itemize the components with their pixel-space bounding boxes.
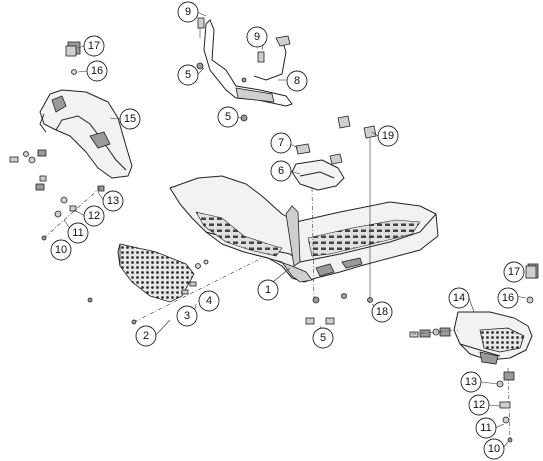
callout-circle (217, 106, 239, 128)
callout-9-mid: 9 (246, 26, 268, 48)
callout-circle (177, 64, 199, 86)
callout-6: 6 (270, 160, 292, 182)
callout-label: 10 (488, 443, 500, 455)
callout-circle (177, 1, 199, 23)
skid-plate-part-1 (169, 175, 439, 283)
right-fasteners (409, 263, 539, 443)
callout-label: 9 (185, 6, 191, 18)
callout-label: 15 (124, 113, 136, 125)
nuts-part-5-lower (305, 293, 347, 325)
callout-3: 3 (176, 305, 198, 327)
callout-label: 9 (254, 31, 260, 43)
callout-2: 2 (135, 325, 157, 347)
callout-circle (246, 26, 268, 48)
callout-5-mid: 5 (217, 106, 239, 128)
callout-10-left: 10 (50, 239, 72, 261)
callout-circle (198, 290, 220, 312)
side-guard-part-14 (453, 311, 533, 365)
callout-label: 18 (376, 306, 388, 318)
callout-circle (102, 190, 124, 212)
callout-label: 3 (184, 310, 190, 322)
callout-18: 18 (371, 301, 393, 323)
callout-label: 8 (294, 75, 300, 87)
callout-circle (503, 261, 525, 283)
bracket-part-6 (291, 115, 351, 299)
screw-part-2 (131, 257, 263, 325)
callout-label: 5 (320, 332, 326, 344)
callout-circle (371, 301, 393, 323)
callout-circle (377, 125, 399, 147)
callout-label: 1 (265, 284, 271, 296)
callout-label: 2 (143, 330, 149, 342)
callout-label: 10 (55, 244, 67, 256)
callout-circle (483, 438, 505, 460)
callout-label: 12 (88, 210, 100, 222)
callout-label: 12 (473, 399, 485, 411)
side-guard-part-15 (39, 89, 133, 179)
callout-label: 16 (502, 292, 514, 304)
callout-12-left: 12 (83, 205, 105, 227)
callout-label: 6 (278, 165, 284, 177)
callout-circle (286, 70, 308, 92)
callout-circle (497, 287, 519, 309)
callout-16-right: 16 (497, 287, 519, 309)
callout-label: 11 (72, 227, 83, 239)
callout-7: 7 (270, 132, 292, 154)
callout-1: 1 (257, 279, 279, 301)
callout-circle (312, 327, 334, 349)
callout-12-right: 12 (468, 394, 490, 416)
callout-19: 19 (377, 125, 399, 147)
callout-circle (50, 239, 72, 261)
callout-circle (176, 305, 198, 327)
callout-label: 16 (91, 65, 103, 77)
callout-circle (468, 394, 490, 416)
callout-8: 8 (286, 70, 308, 92)
callout-14: 14 (448, 287, 470, 309)
callout-circle (135, 325, 157, 347)
bolts-part-3-4 (87, 281, 197, 303)
callout-17-right: 17 (503, 261, 525, 283)
callout-4: 4 (198, 290, 220, 312)
callout-11-right: 11 (475, 417, 497, 439)
callout-circle (67, 222, 89, 244)
bolt-part-19-18 (363, 125, 377, 303)
callout-label: 5 (225, 111, 231, 123)
mesh-guard (117, 243, 209, 303)
left-fasteners (9, 41, 105, 241)
callout-label: 13 (107, 195, 119, 207)
callout-label: 5 (185, 69, 191, 81)
callout-circle (270, 132, 292, 154)
callout-circle (460, 371, 482, 393)
callout-circle (119, 108, 141, 130)
callout-15: 15 (119, 108, 141, 130)
callout-label: 13 (465, 376, 477, 388)
callout-circle (83, 205, 105, 227)
callout-11-left: 11 (67, 222, 89, 244)
nuts-part-5-upper (196, 62, 248, 122)
callout-label: 4 (206, 295, 212, 307)
callout-circle (257, 279, 279, 301)
callout-circle (270, 160, 292, 182)
callout-17-left: 17 (83, 35, 105, 57)
callout-10-right: 10 (483, 438, 505, 460)
callout-label: 14 (453, 292, 465, 304)
callout-5-lower: 5 (312, 327, 334, 349)
callout-label: 19 (382, 130, 394, 142)
callout-label: 11 (480, 422, 491, 434)
callout-13-right: 13 (460, 371, 482, 393)
callout-circle (83, 35, 105, 57)
callout-9-top: 9 (177, 1, 199, 23)
callout-16-left: 16 (86, 60, 108, 82)
callout-13-left: 13 (102, 190, 124, 212)
callout-circle (448, 287, 470, 309)
callout-circle (86, 60, 108, 82)
callout-label: 17 (88, 40, 100, 52)
callout-label: 7 (278, 137, 284, 149)
callout-circle (475, 417, 497, 439)
bracket-part-8 (197, 17, 293, 107)
callout-label: 17 (508, 266, 520, 278)
callout-5-upper: 5 (177, 64, 199, 86)
